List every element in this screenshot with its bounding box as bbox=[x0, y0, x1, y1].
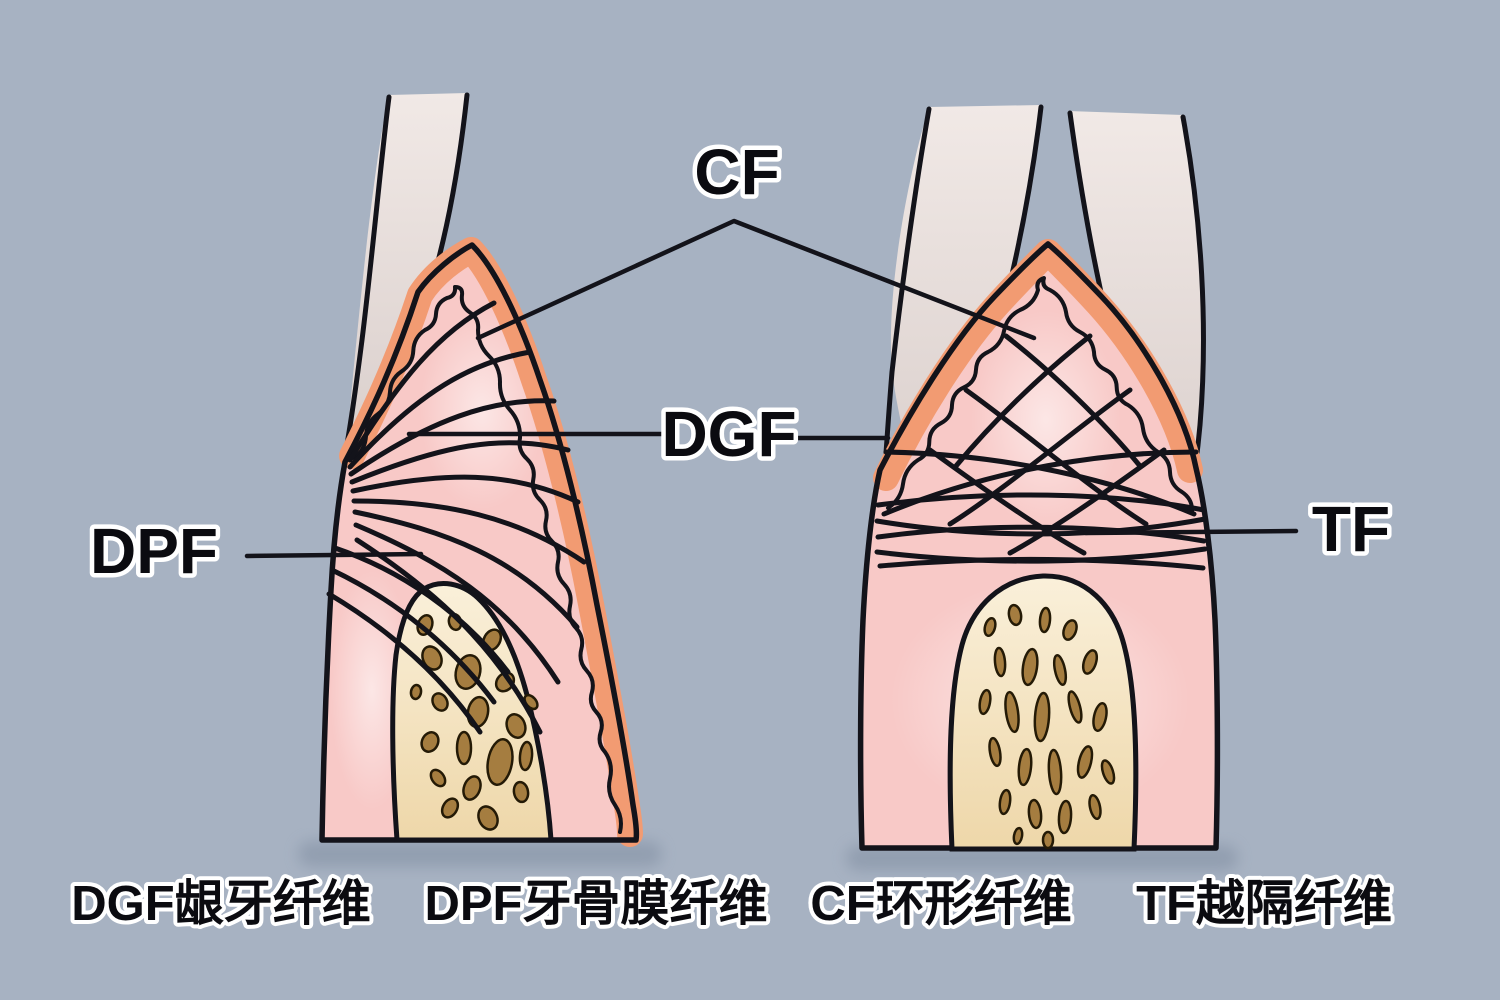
marrow-blob bbox=[1052, 654, 1068, 686]
tf-leader-line bbox=[1083, 528, 1299, 536]
cf-crisscross-fibers bbox=[881, 333, 1199, 556]
leader-lines bbox=[244, 218, 1299, 559]
fiber-line bbox=[1003, 333, 1143, 469]
marrow-blob bbox=[429, 768, 447, 788]
marrow-blob bbox=[1007, 603, 1023, 627]
fiber-line bbox=[927, 447, 1087, 556]
marrow-blob bbox=[1047, 748, 1063, 796]
fiber-line bbox=[353, 522, 561, 685]
gum-outline bbox=[319, 242, 640, 843]
caption-cf: CF环形纤维 bbox=[810, 877, 1071, 931]
marrow-blob bbox=[1076, 745, 1094, 779]
dpf-fiber-group bbox=[326, 545, 511, 735]
marrow-blob bbox=[477, 805, 499, 831]
marrow-blob bbox=[1067, 690, 1083, 724]
marrow-blob bbox=[420, 731, 440, 753]
marrow-blob bbox=[462, 775, 482, 801]
marrow-blob bbox=[988, 736, 1002, 768]
fiber-line bbox=[352, 509, 580, 630]
tooth-root bbox=[345, 93, 467, 462]
marrow-blob bbox=[512, 780, 530, 804]
marrow-blob bbox=[1088, 793, 1102, 821]
fiber-line bbox=[349, 440, 571, 485]
fiber-line bbox=[1007, 447, 1167, 556]
fiber-line bbox=[332, 545, 511, 675]
fiber-line bbox=[875, 492, 1207, 513]
marrow-blob bbox=[993, 646, 1007, 678]
right-tooth-diagram bbox=[857, 104, 1221, 852]
fiber-line bbox=[874, 516, 1208, 537]
fiber-line bbox=[329, 567, 497, 705]
tooth-root-left-edge bbox=[341, 94, 392, 464]
tf-transseptal-fibers bbox=[874, 492, 1208, 571]
caption-dgf: DGF龈牙纤维 bbox=[71, 877, 370, 931]
cf-leader-line bbox=[475, 218, 1037, 341]
marrow-blob bbox=[1062, 619, 1078, 641]
marrow-blob bbox=[1057, 799, 1073, 835]
marrow-blob bbox=[486, 738, 514, 786]
marrow-blob bbox=[978, 688, 992, 716]
marrow-blob bbox=[1033, 691, 1051, 743]
gingival-margin-band bbox=[873, 239, 1203, 491]
marrow-blob bbox=[1041, 830, 1055, 850]
caption-tf: TF越隔纤维 bbox=[1136, 877, 1392, 931]
fiber-line bbox=[347, 349, 533, 470]
gum-inner-wavy-line bbox=[352, 285, 623, 834]
marrow-blob bbox=[455, 730, 473, 766]
marrow-blob bbox=[409, 683, 423, 701]
left-ground-shadow bbox=[298, 841, 662, 867]
marrow-blob bbox=[440, 797, 460, 819]
dpf-leader-line bbox=[244, 551, 424, 559]
label-cf: CF bbox=[694, 136, 779, 208]
marrow-blob bbox=[1092, 701, 1108, 733]
fiber-line bbox=[947, 387, 1133, 527]
caption-dpf: DPF牙骨膜纤维 bbox=[424, 877, 767, 931]
fiber-line bbox=[953, 333, 1093, 469]
marrow-blob bbox=[505, 713, 527, 739]
marrow-blob bbox=[1038, 606, 1052, 634]
marrow-blob bbox=[998, 788, 1012, 816]
fiber-line bbox=[347, 300, 497, 463]
label-tf: TF bbox=[1312, 493, 1390, 565]
fiber-line bbox=[883, 449, 1197, 517]
marrow-blob bbox=[983, 616, 997, 638]
marrow-blob bbox=[1100, 759, 1116, 785]
marrow-blob bbox=[1012, 826, 1024, 846]
gingival-margin-band bbox=[339, 237, 643, 847]
marrow-blob bbox=[431, 692, 449, 712]
marrow-blob bbox=[1021, 647, 1039, 687]
fiber-line bbox=[326, 591, 483, 735]
label-dpf: DPF bbox=[90, 515, 218, 587]
fiber-line bbox=[875, 524, 1207, 544]
fiber-line bbox=[963, 387, 1149, 527]
fiber-line bbox=[877, 556, 1206, 571]
left-tooth-diagram bbox=[319, 92, 643, 847]
fiber-line bbox=[348, 398, 557, 477]
right-ground-shadow bbox=[846, 845, 1238, 871]
marrow-blob bbox=[518, 740, 534, 772]
fiber-line bbox=[351, 498, 587, 565]
marrow-blob bbox=[1017, 747, 1033, 787]
bone-marrow-spots-right bbox=[978, 603, 1116, 850]
caption-row: DGF龈牙纤维 DPF牙骨膜纤维 CF环形纤维 TF越隔纤维 bbox=[67, 873, 1396, 935]
marrow-blob bbox=[421, 645, 443, 671]
marrow-blob bbox=[1004, 690, 1020, 734]
fiber-line bbox=[350, 474, 581, 505]
gum-inner-wavy-line bbox=[886, 276, 1195, 514]
label-dgf: DGF bbox=[661, 398, 796, 470]
marrow-blob bbox=[1027, 798, 1043, 830]
marrow-blob bbox=[1081, 649, 1099, 675]
